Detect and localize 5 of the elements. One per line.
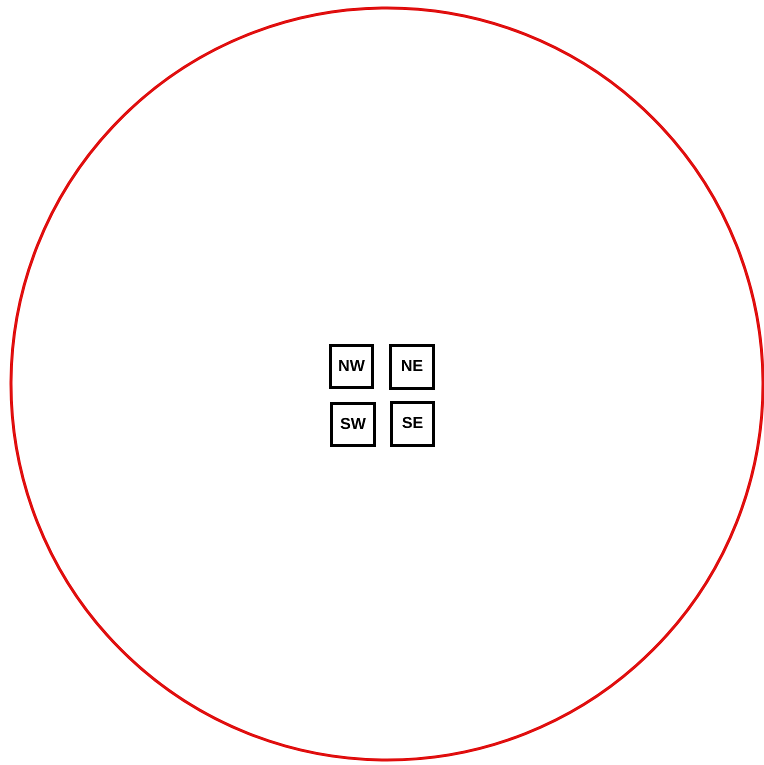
- circle-outline: [9, 6, 764, 762]
- label-box: NE: [389, 344, 435, 390]
- label-box: SW: [330, 402, 376, 447]
- label-box: SE: [390, 401, 435, 447]
- label-box: NW: [329, 344, 374, 389]
